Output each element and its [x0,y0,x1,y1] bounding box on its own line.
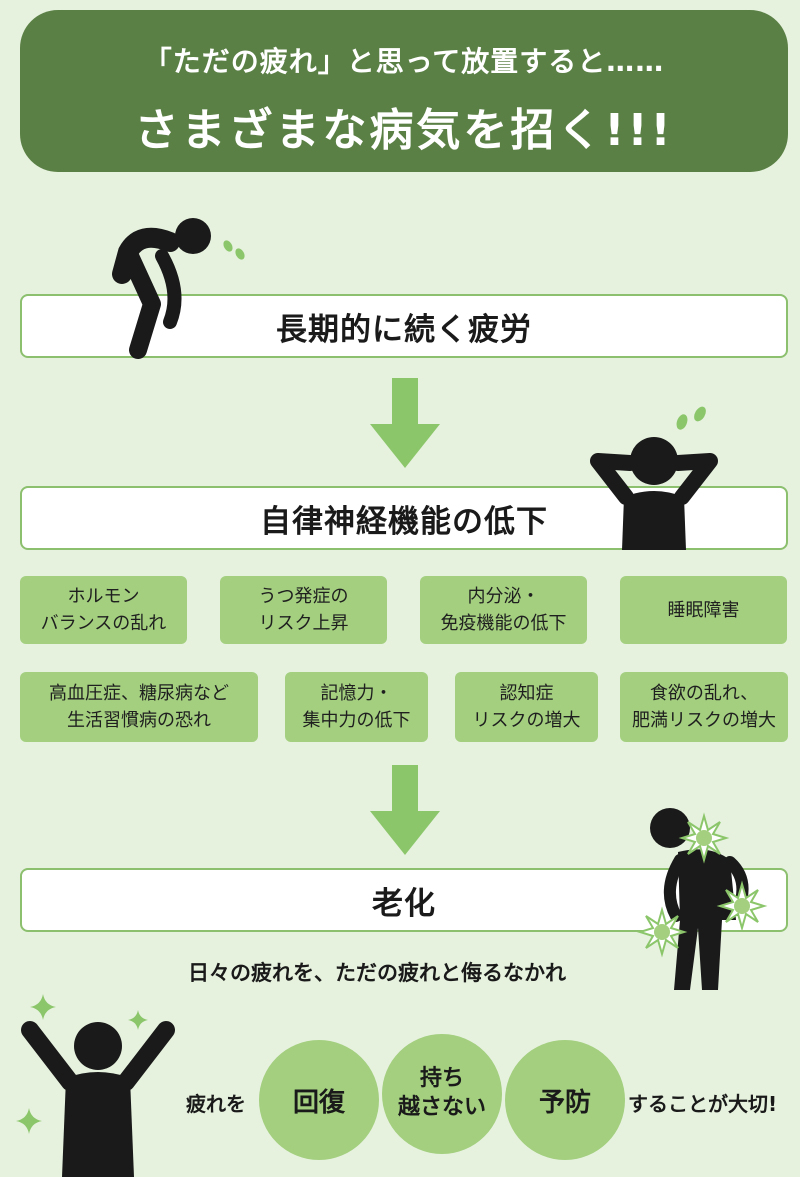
symptom-text: 食欲の乱れ、 肥満リスクの増大 [632,683,776,731]
circle-recover: 回復 [259,1040,379,1160]
symptom-text: 高血圧症、糖尿病など 生活習慣病の恐れ [49,683,229,731]
pain-burst-icon [678,812,730,864]
circle-not-carry-over-label: 持ち 越さない [397,1066,486,1120]
circle-prevent-label: 予防 [538,1087,591,1118]
sweat-drop-icon [223,240,245,260]
stressed-person-icon [590,437,718,550]
sweat-drop-icon [676,406,706,430]
footer-prefix: 疲れを [186,1092,246,1116]
header-line1: 「ただの疲れ」と思って放置すると…… [143,45,665,78]
symptom-box: 記憶力・ 集中力の低下 [285,672,428,742]
sparkle-icon [128,1010,148,1030]
sparkle-icon [16,1108,42,1134]
symptom-text: 認知症 リスクの増大 [472,683,581,731]
stage-fatigue-label: 長期的に続く疲労 [276,311,532,348]
down-arrow-2 [370,765,440,855]
symptom-text: 記憶力・ 集中力の低下 [302,683,411,731]
symptom-box: うつ発症の リスク上昇 [220,576,387,644]
warning-caption: 日々の疲れを、ただの疲れと侮るなかれ [188,961,566,985]
pain-burst-icon [636,906,688,958]
pain-burst-icon [716,880,768,932]
header-line2: さまざまな病気を招く!!! [134,105,674,156]
symptom-text: 内分泌・ 免疫機能の低下 [440,586,567,634]
sparkle-icon [30,994,56,1020]
symptom-box: 高血圧症、糖尿病など 生活習慣病の恐れ [20,672,258,742]
cheering-person-icon [21,1021,175,1177]
stage-autonomic-label: 自律神経機能の低下 [260,503,548,540]
footer-suffix: することが大切! [628,1092,778,1116]
symptom-text: ホルモン バランスの乱れ [40,586,167,634]
symptom-box: 睡眠障害 [620,576,787,644]
circle-prevent: 予防 [505,1040,625,1160]
header-banner: 「ただの疲れ」と思って放置すると…… さまざまな病気を招く!!! [20,10,788,172]
symptom-text: 睡眠障害 [667,599,740,621]
stage-aging-label: 老化 [372,885,436,922]
symptom-box: ホルモン バランスの乱れ [20,576,187,644]
symptom-box: 内分泌・ 免疫機能の低下 [420,576,587,644]
symptom-box: 食欲の乱れ、 肥満リスクの増大 [620,672,788,742]
symptom-text: うつ発症の リスク上昇 [258,586,349,634]
circle-recover-label: 回復 [292,1087,345,1118]
symptom-box: 認知症 リスクの増大 [455,672,598,742]
circle-not-carry-over: 持ち 越さない [382,1034,502,1154]
down-arrow-1 [370,378,440,468]
tired-person-icon [112,218,211,359]
